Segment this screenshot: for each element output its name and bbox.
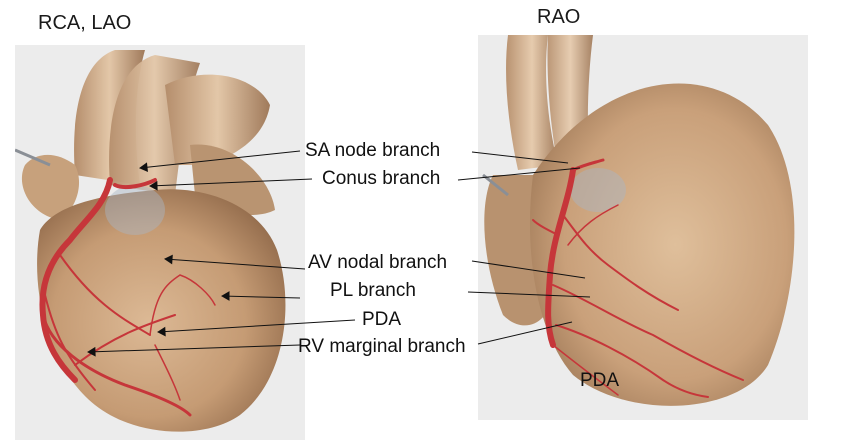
leader-rv-marginal-right <box>477 321 573 345</box>
label-pda-rao: PDA <box>580 370 620 391</box>
leader-sa-node-left <box>139 150 301 169</box>
left-heart-illustration <box>15 45 305 440</box>
leader-pl-right <box>467 291 591 298</box>
leader-pl-left <box>221 295 301 299</box>
label-pda: PDA <box>362 309 402 330</box>
label-av-nodal-branch: AV nodal branch <box>308 252 448 273</box>
leader-rv-marginal-left <box>87 344 301 353</box>
label-sa-node-branch: SA node branch <box>305 140 441 161</box>
leader-av-nodal-left <box>164 258 306 270</box>
right-view-title: RAO <box>537 6 581 28</box>
right-heart-illustration <box>478 35 808 420</box>
leader-av-nodal-right <box>471 260 586 279</box>
label-conus-branch: Conus branch <box>322 168 441 189</box>
leader-sa-node-right <box>471 151 569 164</box>
label-pl-branch: PL branch <box>330 280 416 301</box>
left-view-title: RCA, LAO <box>38 12 132 34</box>
leader-conus-right <box>457 167 581 181</box>
leader-pda-left <box>157 319 356 333</box>
leader-conus-left <box>149 178 313 187</box>
label-rv-marginal-branch: RV marginal branch <box>298 336 466 357</box>
arrowhead <box>138 162 148 173</box>
